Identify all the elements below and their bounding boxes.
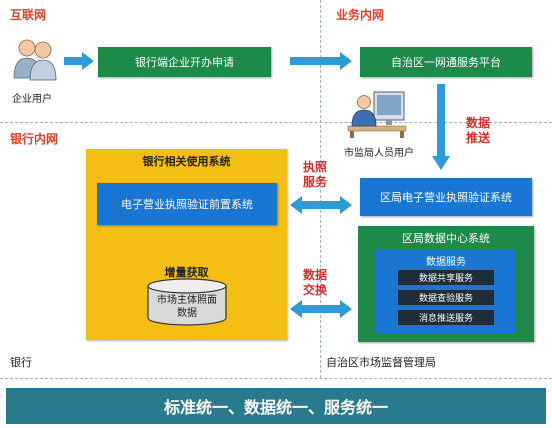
data-push-label: 数据 推送 [466, 116, 491, 145]
arrow-platform-to-verify [432, 84, 450, 170]
arrow-user-to-apply [64, 52, 94, 70]
zone-bank-intranet-label: 银行内网 [10, 132, 59, 146]
footer-banner: 标准统一、数据统一、服务统一 [6, 388, 546, 424]
database-icon [147, 278, 227, 326]
license-service-label: 执照 服务 [303, 160, 328, 189]
data-center-title: 区局数据中心系统 [402, 232, 490, 245]
bank-apply-box: 银行端企业开办申请 [98, 47, 271, 77]
incremental-label: 增量获取 [164, 266, 209, 279]
bureau-verify-system-box: 区局电子营业执照验证系统 [360, 178, 532, 216]
service-data-sharing: 数据共享服务 [398, 270, 494, 285]
zone-internet-label: 互联网 [10, 8, 47, 22]
bank-front-system-box: 电子营业执照验证前置系统 [97, 183, 277, 225]
database-label: 市场主体照面 数据 [157, 295, 217, 319]
arrow-data-exchange [290, 300, 352, 318]
bank-system-title: 银行相关使用系统 [142, 155, 231, 168]
enterprise-users-icon [12, 38, 58, 82]
zone-bank-label: 银行 [10, 356, 32, 369]
regulator-staff-label: 市监局人员用户 [344, 148, 414, 159]
zone-business-intranet-label: 业务内网 [336, 8, 385, 22]
data-exchange-label: 数据 交换 [303, 268, 328, 297]
zone-regulator-label: 自治区市场监督管理局 [326, 356, 436, 369]
regulator-staff-icon [346, 88, 408, 138]
bottom-divider [0, 378, 552, 379]
arrow-license-service [290, 196, 352, 214]
gov-platform-box: 自治区一网通服务平台 [360, 47, 532, 77]
top-divider [0, 122, 552, 123]
enterprise-user-label: 企业用户 [12, 94, 52, 105]
vertical-divider [320, 0, 321, 378]
data-services-title: 数据服务 [426, 257, 466, 268]
arrow-apply-to-platform [290, 52, 352, 70]
service-data-verification: 数据查验服务 [398, 290, 494, 305]
service-message-push: 消息推送服务 [398, 310, 494, 325]
